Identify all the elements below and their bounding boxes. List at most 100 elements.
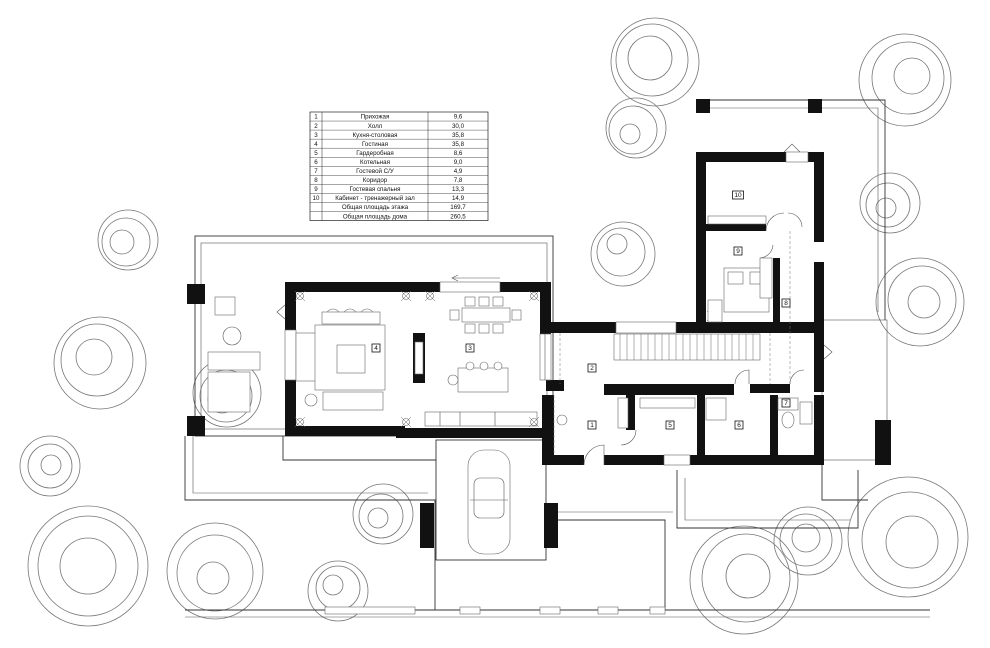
furniture — [207, 215, 813, 555]
fence-posts — [324, 606, 666, 615]
room-name: Холл — [368, 123, 383, 130]
table-row: 2 Холл 30,0 — [314, 123, 464, 130]
room-number: 6 — [314, 159, 318, 166]
room-area: 169,7 — [450, 204, 466, 211]
coffee-table — [336, 344, 366, 374]
room-area: 35,8 — [452, 141, 465, 148]
tree — [590, 221, 656, 287]
tree — [689, 525, 799, 635]
room-label: 6 — [734, 420, 744, 430]
sofa — [207, 351, 261, 371]
table-row: 10 Кабинет - тренажерный зал 14,9 — [313, 195, 465, 202]
room-number: 4 — [314, 141, 318, 148]
table-row: 1 Прихожая 9,6 — [314, 114, 463, 121]
svg-text:9: 9 — [736, 248, 740, 255]
rug — [314, 324, 386, 391]
room-number: 10 — [313, 195, 320, 202]
room-label: 1 — [587, 420, 597, 430]
armchair — [214, 296, 236, 316]
tree — [773, 506, 843, 576]
tree — [875, 257, 965, 347]
direction-arrow — [451, 274, 500, 282]
trees — [19, 17, 969, 635]
toilet — [781, 411, 795, 429]
walls — [285, 152, 824, 465]
room-label: 8 — [781, 298, 791, 308]
room-name: Котельная — [360, 159, 390, 166]
room-name: Кухня-столовая — [353, 132, 398, 139]
room-name: Общая площадь этажа — [342, 204, 409, 211]
room-name: Коридор — [363, 177, 388, 184]
room-number: 2 — [314, 123, 318, 130]
tree — [97, 209, 159, 271]
table-row: 7 Гостевой С/У 4,9 — [314, 168, 463, 175]
wardrobe — [759, 257, 773, 299]
tree — [352, 483, 414, 545]
room-number: 1 — [314, 114, 318, 121]
side-table — [222, 326, 242, 346]
room-label: 9 — [733, 246, 743, 256]
svg-text:8: 8 — [784, 300, 788, 307]
car — [467, 449, 511, 555]
wardrobe — [639, 397, 696, 409]
tree — [610, 17, 700, 107]
svg-text:10: 10 — [734, 192, 742, 199]
tree — [605, 97, 667, 159]
room-number: 8 — [314, 177, 318, 184]
coat-rack — [556, 414, 568, 426]
room-area: 30,0 — [452, 123, 465, 130]
room-label: 10 — [732, 190, 744, 200]
table-row: 6 Котельная 9,0 — [314, 159, 463, 166]
room-area: 9,0 — [454, 159, 463, 166]
room-area: 13,3 — [452, 186, 465, 193]
dining-bench — [321, 311, 381, 325]
room-area: 260,5 — [450, 213, 466, 220]
lounge-chair — [207, 371, 251, 413]
tree — [859, 172, 921, 234]
shelf — [707, 215, 767, 225]
svg-text:7: 7 — [784, 400, 788, 407]
table-row: 9 Гостевая спальня 13,3 — [314, 186, 464, 193]
room-number: 7 — [314, 168, 318, 175]
tree — [27, 505, 149, 627]
svg-text:2: 2 — [590, 365, 594, 372]
stairs — [553, 231, 791, 455]
kitchen-island — [457, 367, 509, 393]
room-label: 3 — [465, 343, 475, 353]
room-number: 9 — [314, 186, 318, 193]
svg-text:6: 6 — [737, 422, 741, 429]
boiler — [705, 397, 727, 421]
room-area: 35,8 — [452, 132, 465, 139]
kitchen-counter — [424, 411, 538, 427]
room-area: 4,9 — [454, 168, 463, 175]
sofa — [322, 391, 384, 411]
room-name: Гостевая спальня — [350, 186, 401, 193]
tree — [858, 33, 952, 127]
room-name: Прихожая — [361, 114, 390, 121]
svg-text:3: 3 — [468, 345, 472, 352]
room-area: 9,6 — [454, 114, 463, 121]
table-row: Общая площадь этажа 169,7 — [342, 204, 466, 211]
tree — [53, 316, 147, 410]
tree — [847, 476, 969, 598]
svg-text:5: 5 — [668, 422, 672, 429]
table-row: 3 Кухня-столовая 35,8 — [314, 132, 464, 139]
area-table: 1 Прихожая 9,6 2 Холл 30,0 3 Кухня-столовая 35,8… — [309, 111, 489, 221]
room-number: 3 — [314, 132, 318, 139]
shower — [799, 401, 813, 425]
room-area: 8,6 — [454, 150, 463, 157]
dining-table — [461, 307, 511, 323]
svg-text:1: 1 — [590, 422, 594, 429]
room-area: 14,9 — [452, 195, 465, 202]
carport-outline — [435, 439, 547, 561]
room-name: Гардеробная — [356, 150, 393, 157]
room-name: Гостевой С/У — [356, 168, 394, 175]
nightstand — [707, 299, 723, 323]
room-name: Кабинет - тренажерный зал — [335, 195, 415, 202]
